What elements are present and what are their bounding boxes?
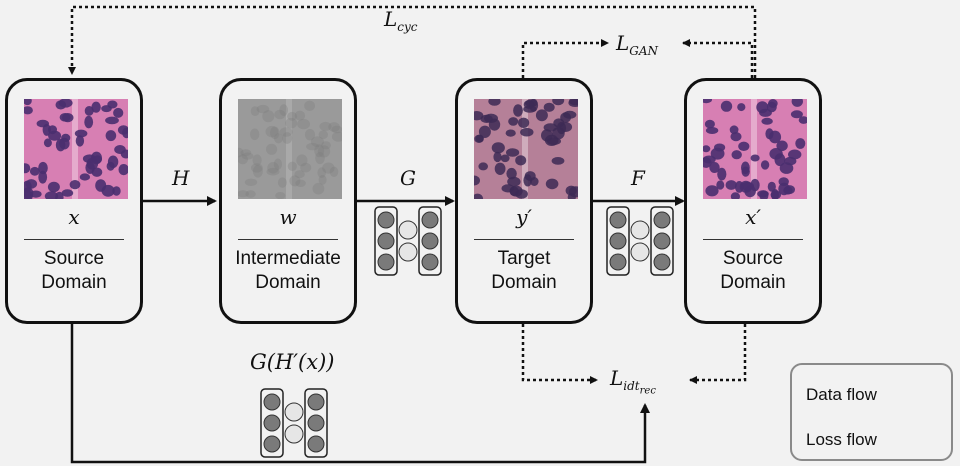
target-domain-label: Target Domain [491,248,557,293]
source-variable: x [68,205,80,229]
reconstructed-variable: x′ [745,205,761,229]
intermediate-domain-label: Intermediate Domain [235,248,341,293]
legend: Data flow Loss flow [790,363,953,461]
target-variable: y′ [516,205,532,229]
network-icon-f [606,206,674,281]
divider [238,239,338,240]
source-domain-box: x Source Domain [5,78,143,324]
loss-gan-from-source [682,39,754,78]
network-icon-g [374,206,442,281]
loss-idt-sub-main: idt [623,379,640,393]
intermediate-domain-box: w Intermediate Domain [219,78,357,324]
target-domain-box: y′ Target Domain [455,78,593,324]
reconstructed-domain-label: Source Domain [720,248,786,293]
network-icon-g-h-prime [260,388,328,463]
loss-idt-base: L [610,366,624,390]
label-f: F [631,166,645,190]
legend-loss-flow-label: Loss flow [806,430,877,449]
label-g-h-prime: G(H′(x)) [250,350,335,374]
divider [703,239,803,240]
loss-cyc-label: Lcyc [384,7,418,34]
loss-idt-from-source [689,324,747,384]
label-h: H [172,166,190,190]
reconstructed-image [703,99,807,199]
reconstructed-source-domain-box: x′ Source Domain [684,78,822,324]
intermediate-image [238,99,342,199]
legend-data-flow-label: Data flow [806,385,877,404]
target-image [474,99,578,199]
loss-gan-label: LGAN [616,31,658,58]
intermediate-variable: w [279,205,297,229]
divider [474,239,574,240]
divider [24,239,124,240]
arrow-skip-to-idt [70,324,650,464]
loss-gan-sub: GAN [629,44,659,58]
loss-idt-subsub: rec [639,385,656,397]
loss-cyc-base: L [384,7,398,31]
source-domain-label: Source Domain [41,248,107,293]
loss-idt-from-target [521,324,598,384]
loss-cyc-path [68,5,757,78]
loss-cyc-sub: cyc [397,20,418,34]
loss-gan-from-target [521,39,609,78]
loss-idt-sub: idtrec [623,379,656,397]
loss-gan-base: L [616,31,630,55]
label-g: G [400,166,416,190]
loss-idt-label: Lidtrec [610,366,656,396]
source-image [24,99,128,199]
